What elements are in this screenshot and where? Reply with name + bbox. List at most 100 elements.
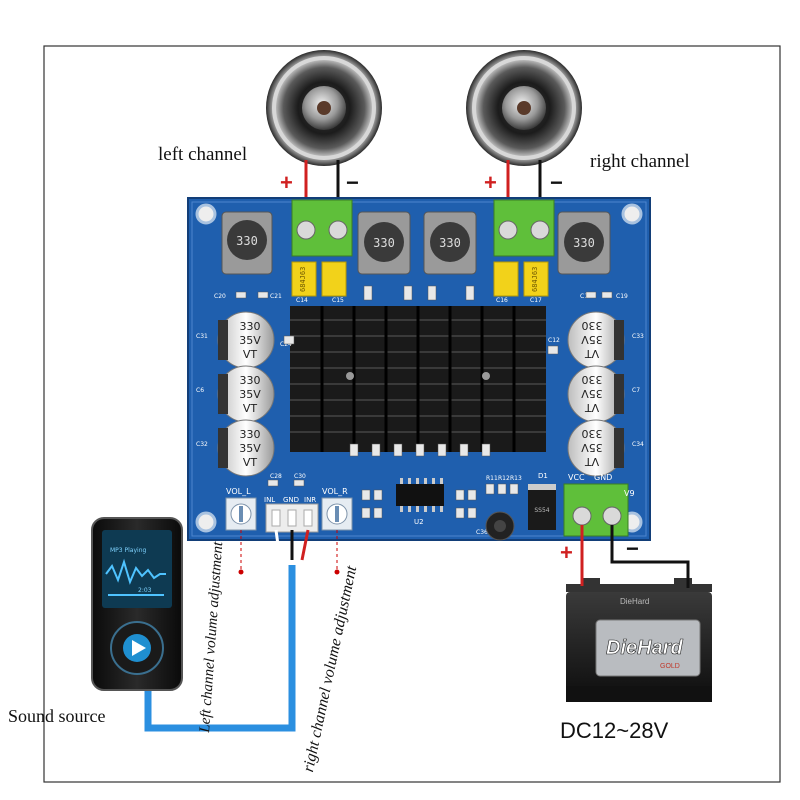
right-plus-sign: + [484,170,497,195]
svg-text:VT: VT [585,401,600,414]
right-minus-sign: − [550,170,563,195]
silk-c20: C20 [214,293,226,300]
svg-text:330: 330 [240,428,261,441]
left-minus-sign: − [346,170,359,195]
svg-text:VT: VT [585,455,600,468]
film-cap-label: 684J63 [299,267,307,292]
svg-text:35V: 35V [581,333,603,346]
vol-l-label: VOL_L [226,487,251,496]
battery: DieHard GOLD DieHard [566,578,712,702]
silk-r11: R11 [486,475,498,482]
vcc-label: VCC [568,473,585,482]
silk-c36: C36 [476,529,488,536]
player-time: 2:03 [138,587,152,594]
svg-text:35V: 35V [239,388,261,401]
diode-label: D1 [538,472,548,480]
inductor-label-1: 330 [236,234,258,248]
vol-r-label: VOL_R [322,487,348,496]
silk-c28: C28 [270,473,282,480]
sound-source-player: MP3 Playing 2:03 [91,517,183,691]
left-plus-sign: + [280,170,293,195]
svg-text:VT: VT [243,348,258,361]
mount-hole-bl [195,511,217,533]
silk-c21: C21 [270,293,282,300]
ic-u2-label: U2 [414,518,424,526]
svg-text:35V: 35V [581,387,603,400]
battery-tag: GOLD [660,663,680,670]
silk-c15: C15 [332,297,344,304]
svg-text:330: 330 [240,320,261,333]
svg-text:35V: 35V [239,442,261,455]
mount-hole-tr [621,203,643,225]
right-speaker-terminal [493,199,555,257]
heatsink [290,306,546,452]
silk-c6: C6 [196,387,204,394]
capacitor: 330 35V VT [217,365,275,423]
inductor-label-4: 330 [573,236,595,250]
diagram-frame [43,45,781,783]
svg-text:35V: 35V [581,441,603,454]
capacitor: VT 35V 330 [567,311,625,369]
silk-c32: C32 [196,441,208,448]
silk-c14: C14 [296,297,308,304]
inductors: 330 330 330 330 [221,211,611,275]
silk-c19: C19 [616,293,628,300]
capacitor-c36 [485,511,515,541]
svg-text:330: 330 [240,374,261,387]
silk-c30: C30 [294,473,306,480]
capacitor: 330 35V VT [217,419,275,477]
film-capacitors: 684J63 684J63 [291,261,549,297]
power-plus-sign: + [560,540,573,565]
left-channel-label: left channel [158,144,248,165]
silk-c24: C24 [280,341,292,348]
smd-components [235,285,613,519]
power-minus-sign: − [626,536,639,561]
gnd-label: GND [283,496,299,504]
power-voltage-label: DC12~28V [560,718,669,743]
volume-pot-left[interactable]: VOL_L [225,487,257,531]
volume-pointers [240,530,338,570]
capacitor: VT 35V 330 [567,365,625,423]
ic-u2: U2 [396,478,444,526]
svg-text:VT: VT [585,347,600,360]
mount-hole-tl [195,203,217,225]
svg-text:VT: VT [243,456,258,469]
power-wires [580,525,690,588]
svg-text:35V: 35V [239,334,261,347]
right-speaker [466,50,582,166]
silk-c16: C16 [496,297,508,304]
inl-label: INL [264,496,275,504]
battery-brand: DieHard [606,637,683,659]
svg-text:330: 330 [582,319,603,332]
capacitor: 330 35V VT [217,311,275,369]
silk-c31: C31 [196,333,208,340]
silk-r13: R13 [510,475,522,482]
capacitor: VT 35V 330 [567,419,625,477]
left-speaker [266,50,382,166]
silk-c12: C12 [548,337,560,344]
silk-c7: C7 [632,387,640,394]
diode-d1: SS54 D1 [528,472,556,530]
svg-text:330: 330 [582,427,603,440]
volume-pot-right[interactable]: VOL_R [321,487,353,531]
right-channel-label: right channel [590,151,690,172]
film-cap-label-2: 684J63 [531,267,539,292]
input-cable [144,529,310,732]
sound-source-label: Sound source [8,706,106,726]
svg-text:VT: VT [243,402,258,415]
svg-text:SS54: SS54 [534,507,549,514]
inductor-label-2: 330 [373,236,395,250]
inr-label: INR [304,496,316,504]
silk-c34: C34 [632,441,644,448]
power-terminal: VCC GND V9 [563,473,635,537]
silk-c33: C33 [632,333,644,340]
left-speaker-terminal [291,199,353,257]
capacitors-right: VT 35V 330 VT 35V 330 VT 35V 330 [567,311,625,477]
battery-cap-brand: DieHard [620,597,649,606]
svg-text:330: 330 [582,373,603,386]
audio-input-connector: INL GND INR [264,496,319,533]
player-screen-text: MP3 Playing [110,547,147,554]
v9-label: V9 [624,489,635,498]
inductor-label-3: 330 [439,236,461,250]
